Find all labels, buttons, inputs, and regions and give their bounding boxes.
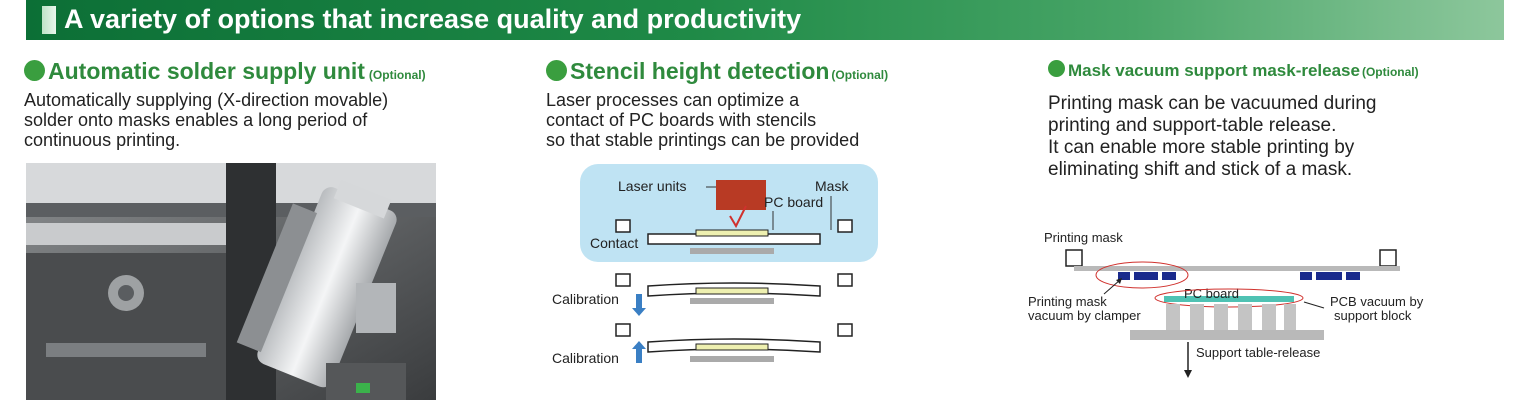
mask-label: Mask [815,178,849,194]
laser-unit-icon [716,180,766,210]
calibration-label-1: Calibration [552,291,619,307]
solder-supply-heading: Automatic solder supply unit(Optional) [24,56,504,90]
support-table [690,248,774,254]
bullet-dot-icon [546,60,567,81]
bullet-dot-icon [1048,60,1065,77]
stencil-height-description: Laser processes can optimize a contact o… [546,90,860,150]
section-banner [26,0,1504,40]
pcb-vacuum-label-2: support block [1334,308,1412,323]
optional-tag: (Optional) [831,68,889,82]
pc-board [695,229,769,237]
banner-title: A variety of options that increase quali… [64,4,802,34]
stencil-height-diagram: Laser units Mask PC board Contact Calibr… [552,164,878,366]
calibration-label-2: Calibration [552,350,619,366]
support-table [1130,330,1324,340]
pcb-vacuum-label-1: PCB vacuum by [1330,294,1424,309]
mask-vacuum-heading: Mask vacuum support mask-release(Optiona… [1048,56,1518,87]
laser-beam-icon [729,205,747,229]
printing-mask-label: Printing mask [1044,230,1123,245]
laser-units-label: Laser units [618,178,686,194]
printing-mask [1074,266,1400,271]
contact-label: Contact [590,235,638,251]
solder-supply-section: Automatic solder supply unit(Optional) A… [24,56,504,150]
pc-board [1164,296,1294,302]
banner-marker [42,6,56,34]
solder-supply-unit-photo [26,163,436,400]
optional-tag: (Optional) [1361,65,1419,79]
mask-vacuum-section: Mask vacuum support mask-release(Optiona… [1048,56,1518,181]
pc-board-label: PC board [1184,286,1239,301]
mask-vacuum-diagram: Printing mask PC board Printing mask vac… [1028,230,1424,378]
support-release-label: Support table-release [1196,345,1320,360]
arrow-down-icon [632,308,646,316]
stencil-height-title: Stencil height detection [570,58,830,84]
clamper-vacuum-label-1: Printing mask [1028,294,1107,309]
arrow-down-icon [1184,370,1192,378]
solder-supply-description: Automatically supplying (X-direction mov… [24,90,389,150]
stencil-height-section: Stencil height detection(Optional) Laser… [546,56,1006,150]
solder-supply-title: Automatic solder supply unit [48,58,365,84]
clamper-vacuum-label-2: vacuum by clamper [1028,308,1141,323]
arrow-up-icon [632,341,646,349]
pc-board-label: PC board [764,194,823,210]
stencil-height-heading: Stencil height detection(Optional) [546,56,1006,90]
bullet-dot-icon [24,60,45,81]
mask-vacuum-title: Mask vacuum support mask-release [1068,61,1360,80]
optional-tag: (Optional) [368,68,426,82]
mask-vacuum-description: Printing mask can be vacuumed during pri… [1048,93,1377,180]
